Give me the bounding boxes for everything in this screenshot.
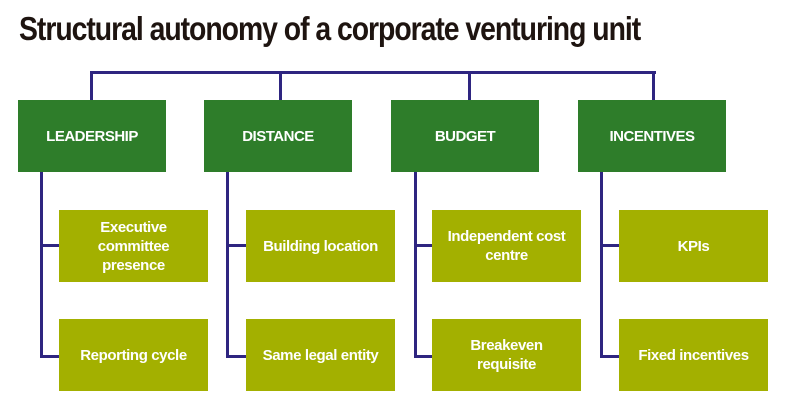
category-label: BUDGET — [434, 127, 496, 145]
item-box: Fixed incentives — [619, 319, 768, 391]
category-box-incentives: INCENTIVES — [578, 100, 726, 172]
drop-connector-budget — [468, 71, 471, 100]
item-label: Reporting cycle — [80, 346, 187, 364]
category-label: LEADERSHIP — [46, 127, 138, 145]
branch-spine-incentives — [600, 172, 603, 358]
item-box: KPIs — [619, 210, 768, 282]
item-label: KPIs — [677, 237, 710, 255]
item-box: Executive committee presence — [59, 210, 208, 282]
drop-connector-leadership — [90, 71, 93, 100]
branch-tick — [600, 244, 619, 247]
branch-tick — [226, 244, 246, 247]
category-box-budget: BUDGET — [391, 100, 539, 172]
item-label: Fixed incentives — [638, 346, 749, 364]
branch-tick — [414, 355, 432, 358]
drop-connector-incentives — [652, 71, 655, 100]
item-label: Breakeven requisite — [470, 337, 543, 373]
category-label: DISTANCE — [242, 127, 314, 145]
item-box: Independent cost centre — [432, 210, 581, 282]
branch-spine-distance — [226, 172, 229, 358]
category-label: INCENTIVES — [609, 127, 695, 145]
diagram-title: Structural autonomy of a corporate ventu… — [19, 10, 641, 47]
branch-spine-leadership — [40, 172, 43, 358]
category-box-leadership: LEADERSHIP — [18, 100, 166, 172]
branch-tick — [40, 355, 59, 358]
item-label: Executive committee presence — [97, 218, 170, 274]
branch-tick — [40, 244, 59, 247]
branch-spine-budget — [414, 172, 417, 358]
branch-tick — [226, 355, 246, 358]
top-connector — [90, 71, 656, 74]
item-label: Building location — [263, 237, 378, 255]
item-label: Same legal entity — [262, 346, 379, 364]
branch-tick — [414, 244, 432, 247]
drop-connector-distance — [279, 71, 282, 100]
item-box: Same legal entity — [246, 319, 395, 391]
item-box: Breakeven requisite — [432, 319, 581, 391]
item-label: Independent cost centre — [447, 228, 566, 264]
item-box: Reporting cycle — [59, 319, 208, 391]
category-box-distance: DISTANCE — [204, 100, 352, 172]
branch-tick — [600, 355, 619, 358]
item-box: Building location — [246, 210, 395, 282]
